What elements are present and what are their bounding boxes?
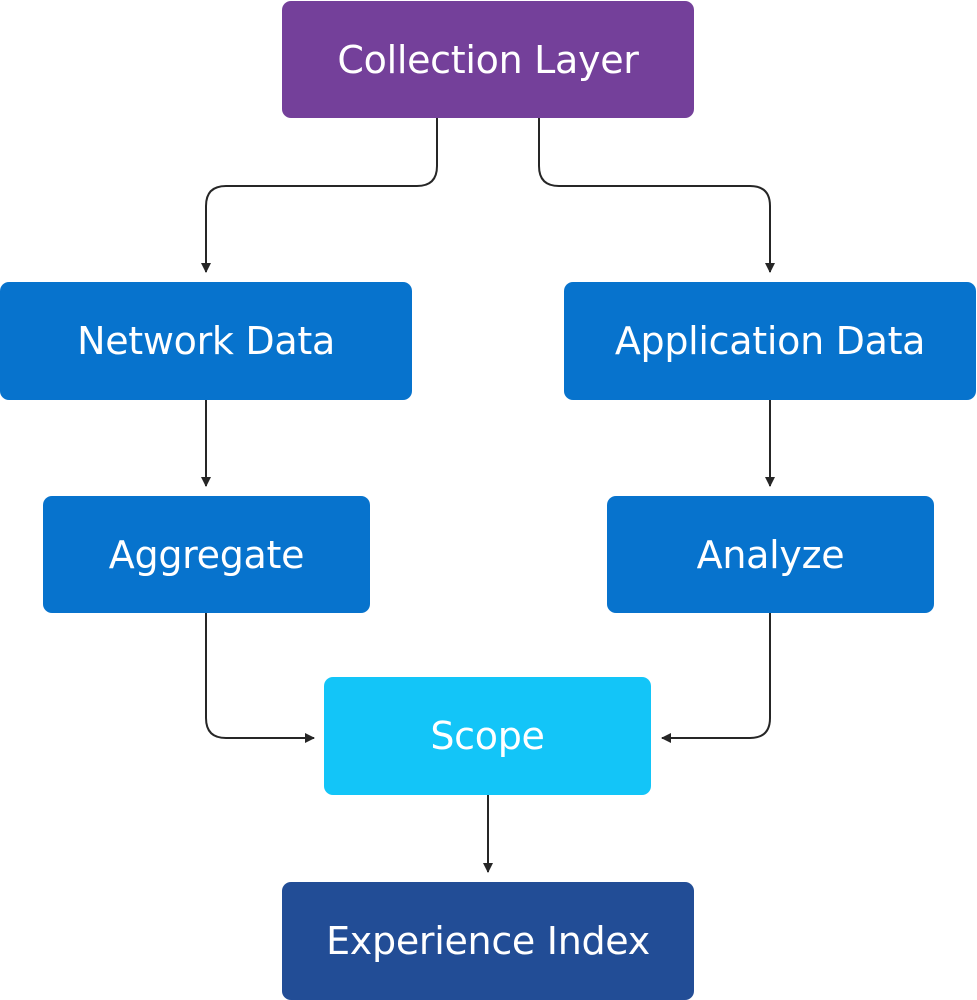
application-data-label: Application Data: [614, 319, 926, 363]
experience-index-label: Experience Index: [326, 919, 650, 963]
network-data-box: Network Data: [0, 282, 412, 400]
aggregate-box: Aggregate: [43, 496, 370, 613]
experience-index-box: Experience Index: [282, 882, 694, 1000]
application-data-box: Application Data: [564, 282, 976, 400]
analyze-box: Analyze: [607, 496, 934, 613]
collection-layer-label: Collection Layer: [337, 37, 639, 82]
analyze-label: Analyze: [696, 532, 845, 577]
edge-analyze-to-scope: [661, 613, 771, 743]
edge-collection-to-application: [538, 118, 775, 273]
aggregate-label: Aggregate: [108, 532, 305, 577]
scope-box: Scope: [324, 677, 651, 795]
collection-layer-box: Collection Layer: [282, 1, 694, 118]
network-data-label: Network Data: [77, 319, 335, 363]
edge-collection-to-network: [201, 118, 438, 273]
edge-aggregate-to-scope: [205, 613, 315, 743]
scope-label: Scope: [430, 714, 545, 758]
